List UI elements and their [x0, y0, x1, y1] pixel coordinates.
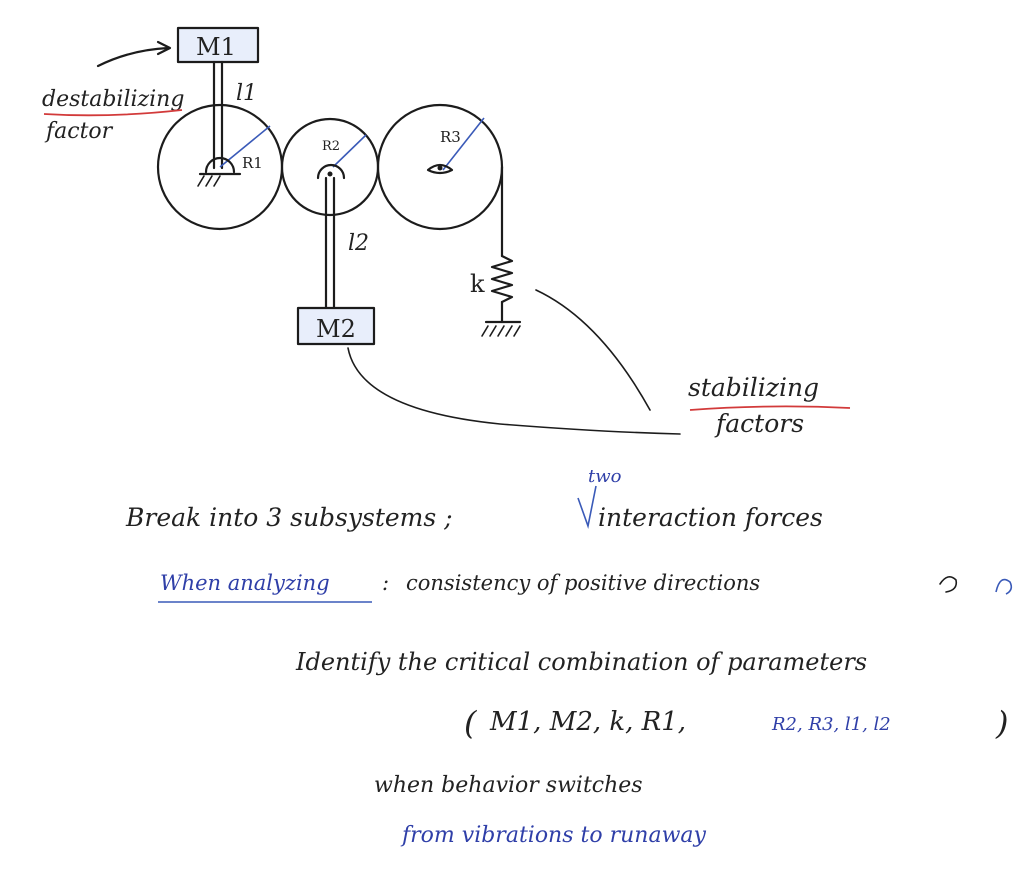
stabilizing-factors-text: factors	[714, 409, 804, 438]
mass-m1: M1	[176, 26, 260, 64]
destabilizing-factor-text: factor	[44, 119, 114, 144]
spring-coil	[490, 254, 514, 304]
note-from-vibrations: from vibrations to runaway	[400, 823, 707, 848]
paren-open: (	[464, 704, 478, 742]
stabilizing-text: stabilizing	[688, 373, 819, 402]
pulley-r1: R1	[156, 103, 284, 231]
note-when-behavior: when behavior switches	[374, 773, 643, 798]
pulley-r3-label: R3	[440, 128, 461, 146]
insert-caret	[577, 485, 597, 529]
note-identify: Identify the critical combination of par…	[295, 648, 867, 676]
mass-m2-label: M2	[316, 315, 356, 343]
destabilizing-arrow	[96, 46, 170, 68]
note-two-insert: two	[588, 466, 622, 487]
ccw-arrow-icon	[939, 576, 958, 593]
mass-m1-label: M1	[196, 33, 236, 61]
note-colon: :	[382, 571, 389, 595]
destabilizing-annotation: destabilizing factor	[42, 40, 184, 144]
pulley-r3: R3	[376, 103, 504, 231]
note-consistency: consistency of positive directions	[406, 571, 760, 595]
notes: Break into 3 subsystems ; two interactio…	[125, 466, 1013, 848]
note-params-blue: R2, R3, l1, l2	[771, 714, 891, 735]
pulley-r2-label: R2	[322, 139, 340, 154]
mass-m1-box	[176, 26, 260, 64]
rod-l2-label: l2	[348, 231, 369, 256]
pointer-to-m2	[347, 347, 681, 435]
note-break-into: Break into 3 subsystems ;	[125, 503, 453, 532]
mass-m2-box	[296, 306, 376, 346]
note-params-black: M1, M2, k, R1,	[489, 707, 686, 737]
paren-close: )	[995, 704, 1008, 742]
radius-r3	[442, 117, 485, 171]
rod-l2: l2	[324, 176, 369, 310]
rod-l1-label: l1	[236, 81, 257, 106]
stabilizing-underline	[689, 405, 851, 411]
stabilizing-annotation: stabilizing factors	[347, 289, 851, 438]
spring-k-label: k	[470, 270, 485, 298]
mass-m2: M2	[296, 306, 376, 346]
mass-m1-fill	[178, 28, 258, 62]
note-when-analyzing: When analyzing	[160, 571, 330, 595]
note-interaction-forces: interaction forces	[598, 503, 823, 532]
destabilizing-text: destabilizing	[42, 87, 184, 112]
destabilizing-underline	[43, 109, 183, 117]
pulley-r1-label: R1	[242, 154, 263, 172]
pointer-to-spring	[535, 289, 651, 411]
cw-arrow-icon	[995, 578, 1013, 595]
spring-k: k	[470, 165, 522, 337]
rod-l1: l1	[212, 60, 257, 170]
pulley-r2: R2	[280, 117, 380, 217]
radius-r2	[332, 134, 367, 168]
